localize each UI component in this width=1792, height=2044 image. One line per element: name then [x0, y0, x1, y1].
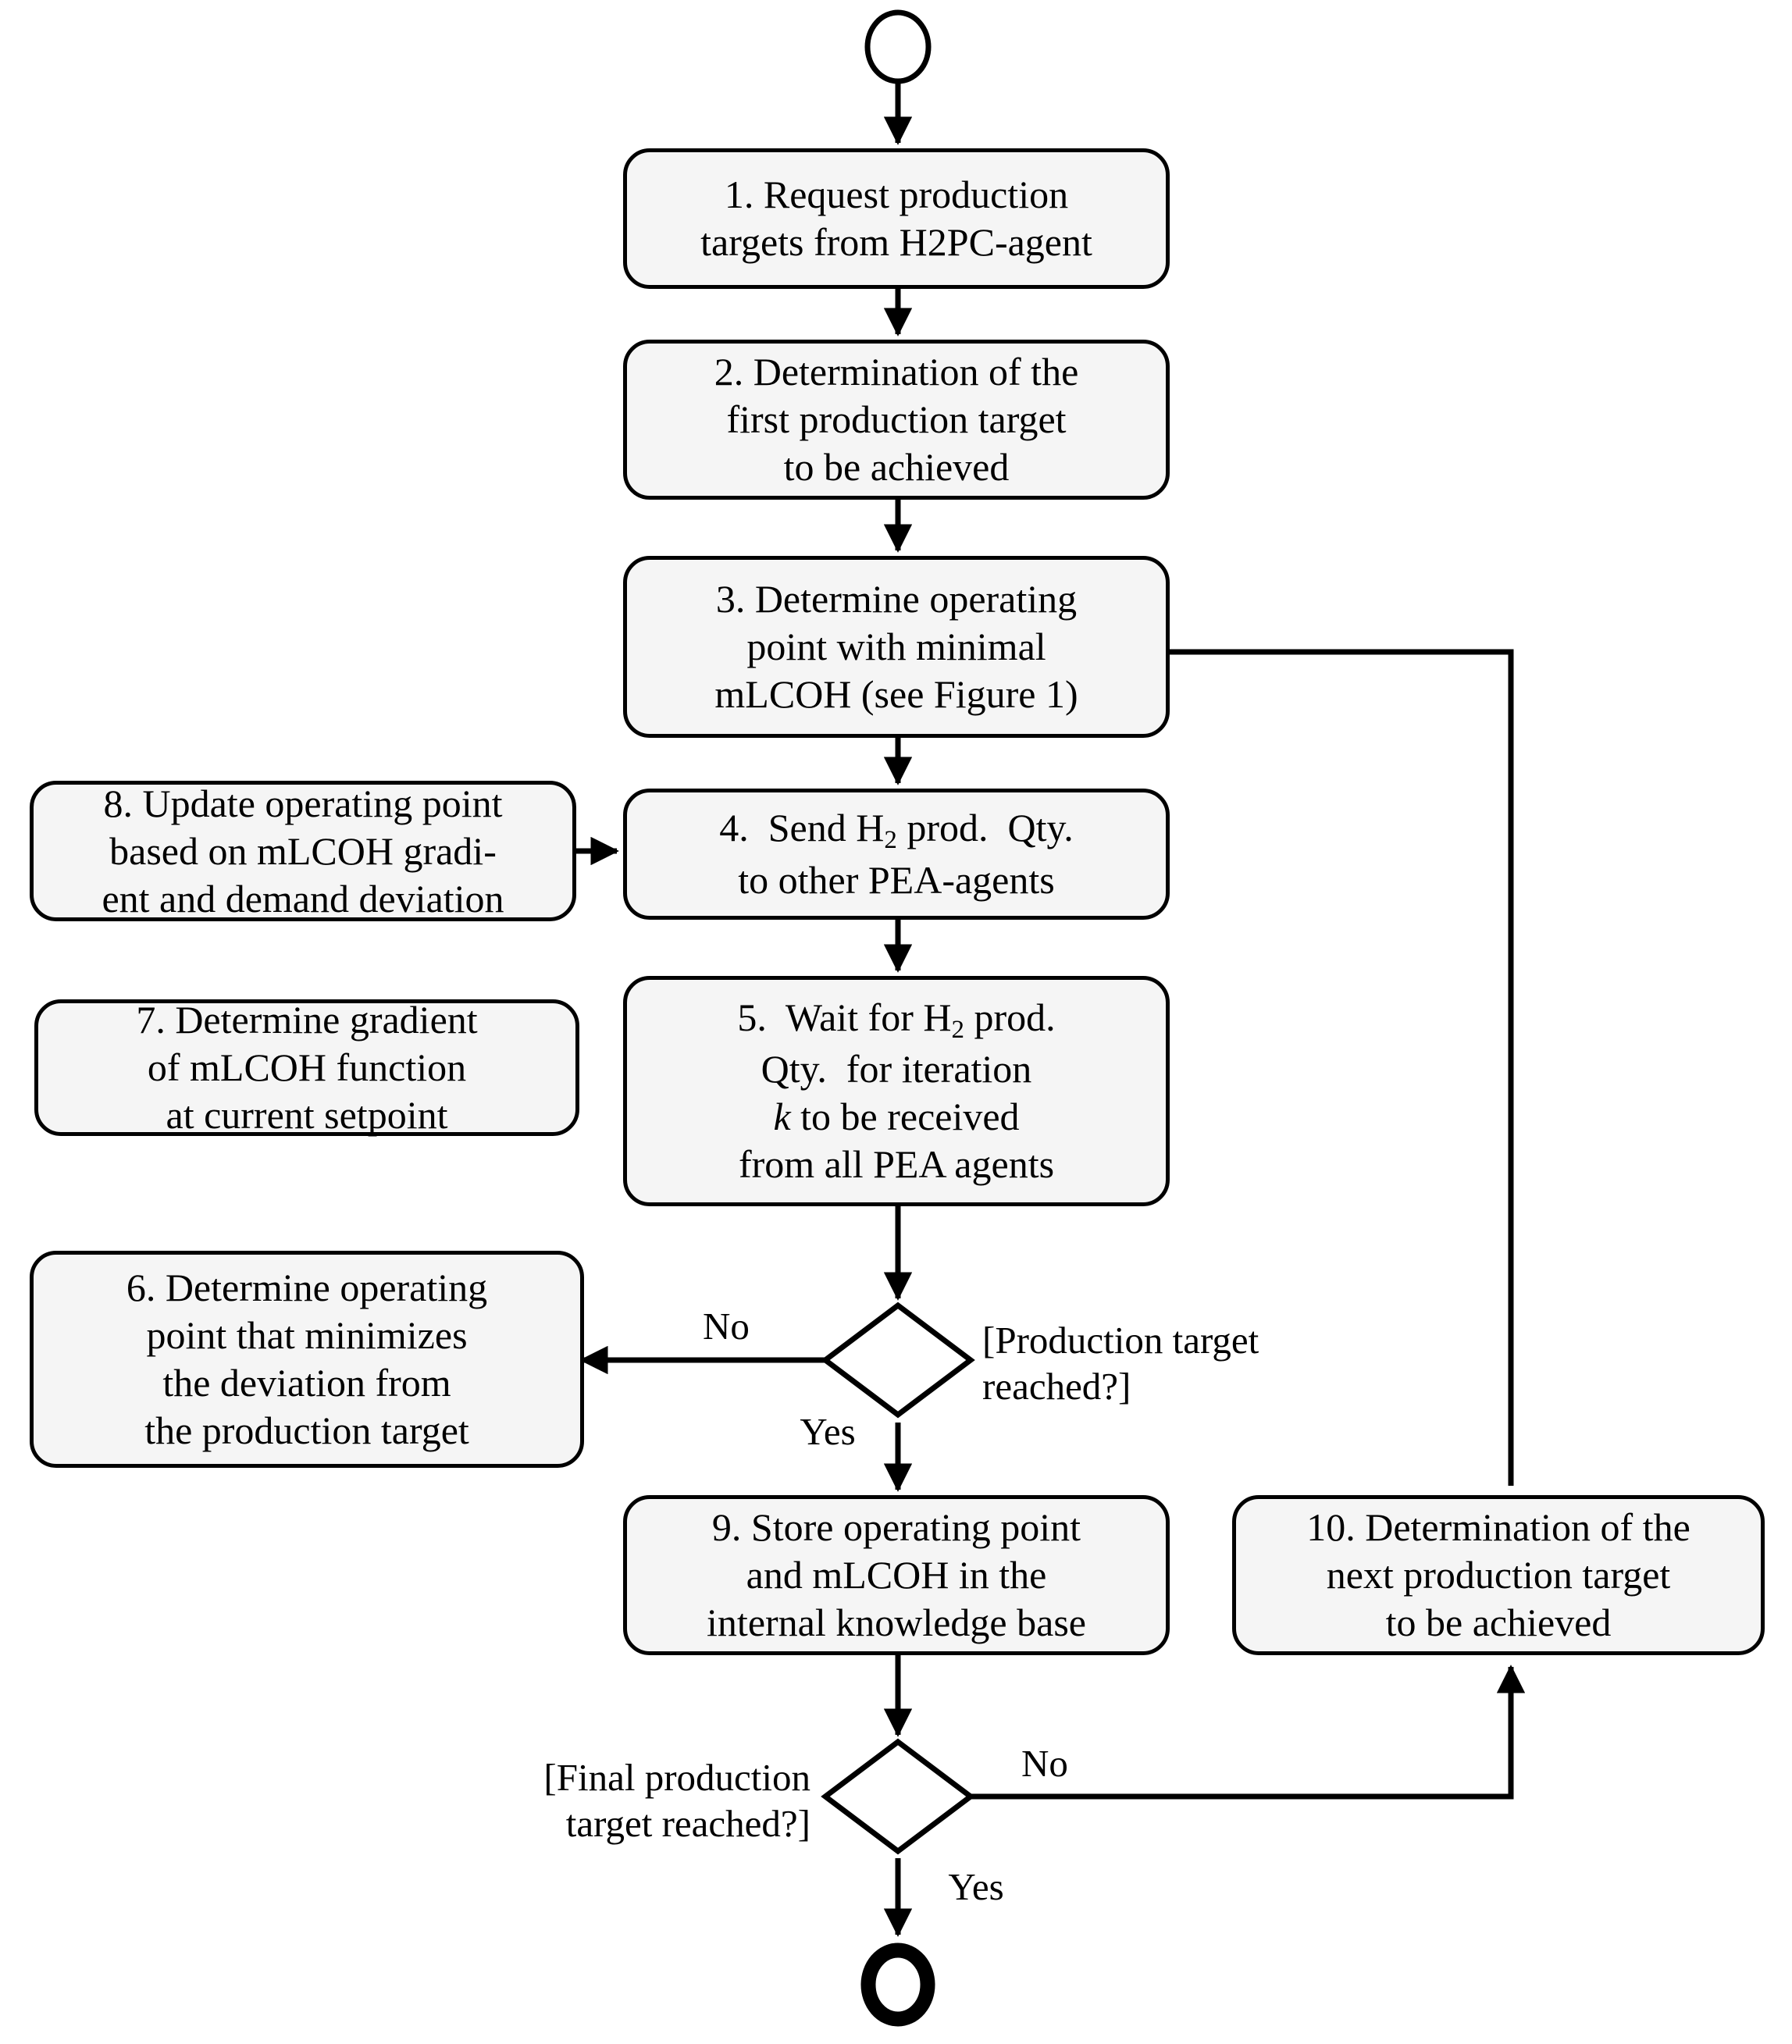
- activity-node-7[interactable]: 7. Determine gradient of mLCOH function …: [34, 998, 579, 1137]
- activity-node-10[interactable]: 10. Determination of the next production…: [1232, 1495, 1765, 1655]
- decision-1-guard: [Production target reached?]: [982, 1319, 1259, 1408]
- activity-node-5[interactable]: 5. Wait for H2 prod. Qty. for iteration …: [623, 976, 1170, 1206]
- decision-2-guard: [Final production target reached?]: [543, 1756, 810, 1845]
- decision-1-no-label: No: [703, 1305, 750, 1348]
- decision-1-shape: [821, 1302, 975, 1419]
- activity-node-1[interactable]: 1. Request production targets from H2PC-…: [623, 148, 1170, 289]
- activity-node-9[interactable]: 9. Store operating point and mLCOH in th…: [623, 1495, 1170, 1655]
- activity-node-5-label: 5. Wait for H2 prod. Qty. for iteration …: [737, 995, 1056, 1187]
- decision-2-yes-label: Yes: [948, 1865, 1004, 1908]
- activity-node-4-label: 4. Send H2 prod. Qty. to other PEA-agent…: [719, 806, 1074, 902]
- activity-node-6[interactable]: 6. Determine operating point that minimi…: [30, 1251, 584, 1468]
- decision-2-no-label: No: [1021, 1742, 1068, 1785]
- activity-node-3[interactable]: 3. Determine operating point with minima…: [623, 556, 1170, 738]
- activity-node-8[interactable]: 8. Update operating point based on mLCOH…: [30, 781, 576, 921]
- activity-node-2[interactable]: 2. Determination of the first production…: [623, 340, 1170, 500]
- start-node: [864, 9, 932, 84]
- activity-node-4[interactable]: 4. Send H2 prod. Qty. to other PEA-agent…: [623, 789, 1170, 920]
- decision-2-shape: [821, 1738, 975, 1855]
- decision-1-yes-label: Yes: [800, 1410, 856, 1453]
- end-node: [860, 1943, 935, 2027]
